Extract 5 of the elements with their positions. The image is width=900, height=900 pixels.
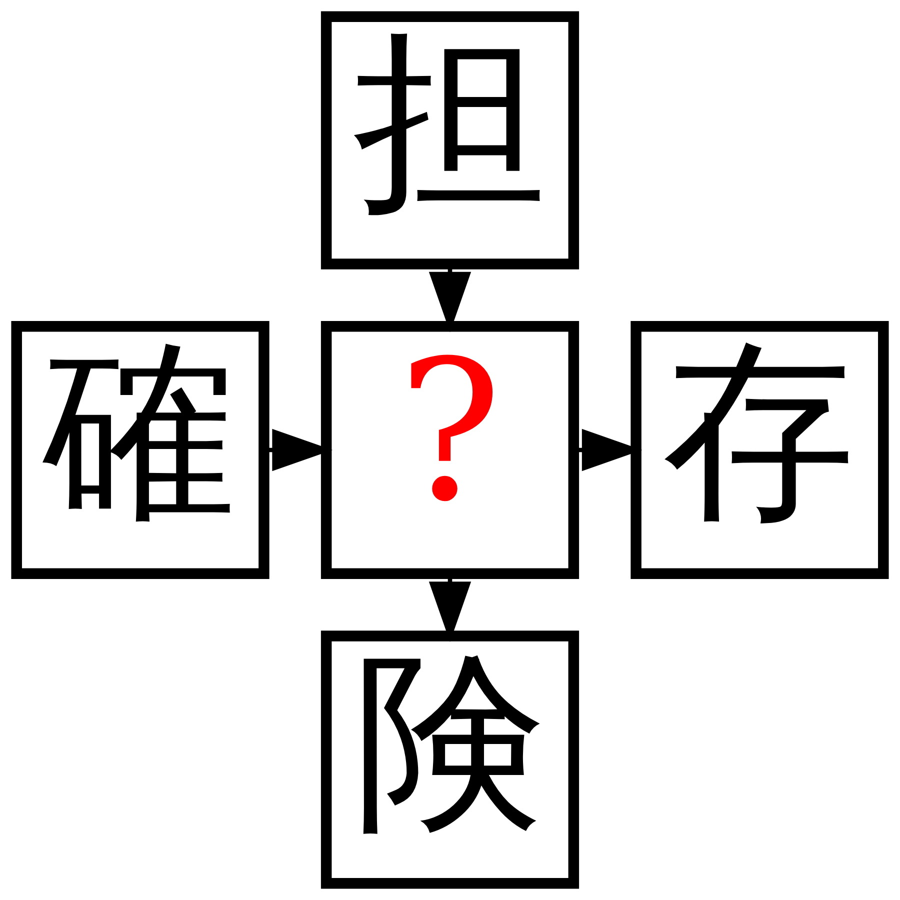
node-box: 険 <box>320 630 580 889</box>
node-box: 存 <box>630 320 889 580</box>
node-box: 確 <box>11 320 270 580</box>
node-box: ? <box>320 320 580 580</box>
node-box: 担 <box>320 11 580 270</box>
